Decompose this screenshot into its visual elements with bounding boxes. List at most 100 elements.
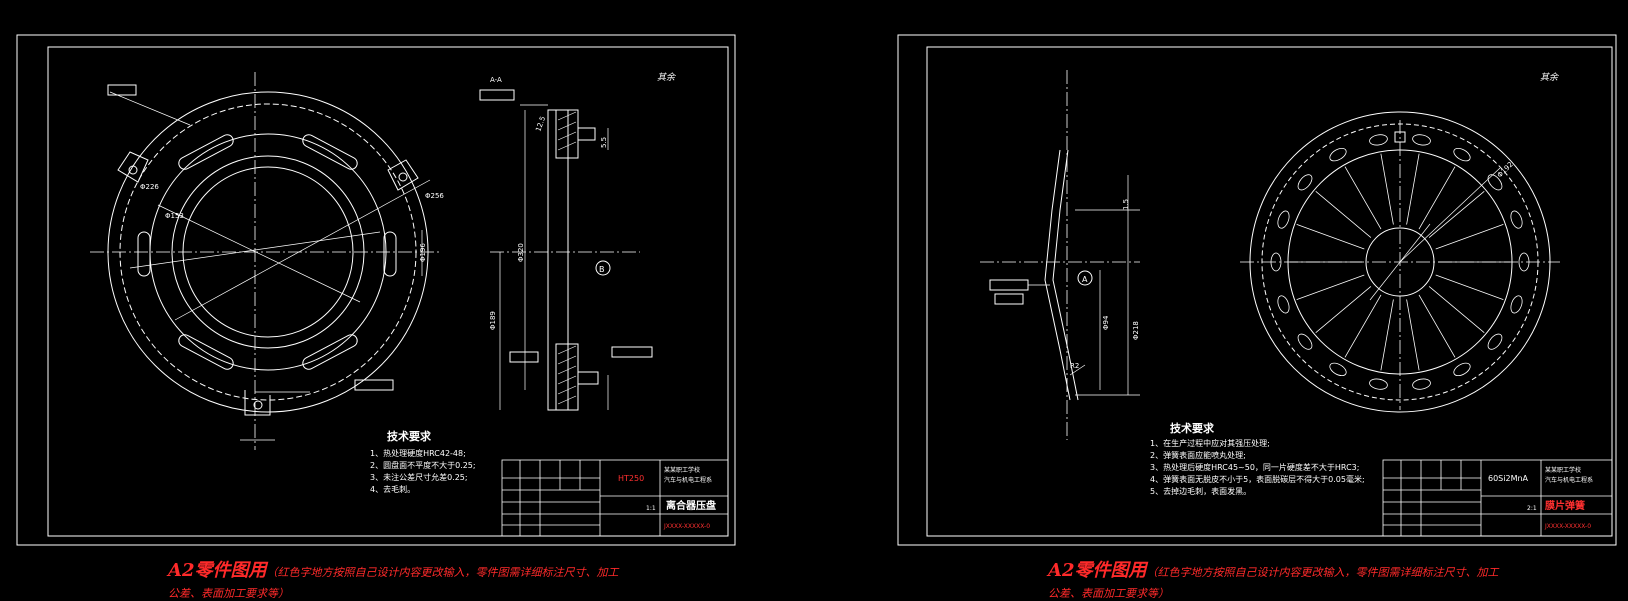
scale-2: 2:1 xyxy=(1527,505,1537,512)
dim-2-4: R2 xyxy=(1070,362,1079,370)
spring-window xyxy=(1487,333,1503,350)
gdt-frame-1a xyxy=(479,89,515,101)
gdt-frame-1c xyxy=(509,351,539,363)
spring-finger-slot xyxy=(1428,190,1485,238)
tech-line-1-2: 3、未注公差尺寸允差0.25; xyxy=(370,472,468,482)
sheet-1-inner-frame xyxy=(47,46,729,537)
roughness-note-2: 其余 xyxy=(1540,72,1559,83)
spring-window xyxy=(1270,252,1282,272)
dim-1-7: 12.5 xyxy=(534,115,547,132)
part-name-1: 离合器压盘 xyxy=(666,499,716,512)
dim-2-0: Φ192 xyxy=(1496,160,1515,179)
dim-1-6: 5.5 xyxy=(600,137,608,148)
spring-finger-slot xyxy=(1344,294,1382,358)
material-2: 60Si2MnA xyxy=(1488,474,1529,483)
spring-finger-slot xyxy=(1296,274,1365,300)
spring-finger-slot xyxy=(1406,299,1420,371)
sheet-1-caption-note2: 公差、表面加工要求等） xyxy=(168,587,289,600)
datum-circle-1 xyxy=(595,260,611,276)
tech-line-2-0: 1、在生产过程中应对其强压处理; xyxy=(1150,438,1270,448)
diaphragm-spring-front-view xyxy=(1249,111,1551,413)
spring-finger-slot xyxy=(1435,274,1504,300)
spring-finger-slot xyxy=(1380,153,1394,225)
spring-window xyxy=(1329,362,1347,377)
school-1: 某某职工学校 xyxy=(664,466,700,474)
sheet-2-outer-border xyxy=(897,34,1617,546)
scale-1: 1:1 xyxy=(646,505,656,512)
sheet-2-caption-title: A2零件图用 xyxy=(1048,560,1147,581)
tech-line-1-1: 2、圆盘面不平度不大于0.25; xyxy=(370,460,476,470)
school-2: 某某职工学校 xyxy=(1545,466,1581,474)
dim-1-0: Φ226 xyxy=(140,183,159,191)
datum-circle-2 xyxy=(1077,270,1093,286)
dept-1: 汽车与机电工程系 xyxy=(664,476,712,484)
spring-window xyxy=(1412,134,1431,146)
spring-window xyxy=(1277,210,1290,229)
sheet-1-caption-note: （红色字地方按照自己设计内容更改输入，零件图需详细标注尺寸、加工 xyxy=(266,566,619,579)
dim-1-1: Φ256 xyxy=(425,192,444,200)
spring-finger-slot xyxy=(1315,286,1372,334)
gdt-frame-1d xyxy=(107,84,137,96)
spring-window xyxy=(1518,252,1530,272)
dim-1-2: Φ153 xyxy=(165,212,184,220)
part-name-2: 膜片弹簧 xyxy=(1545,499,1585,512)
dim-2-3: 1.5 xyxy=(1122,199,1130,210)
dim-1-3: Φ189 xyxy=(489,311,497,330)
drawing-no-1: JXXXX-XXXXX-0 xyxy=(663,523,710,530)
spring-window xyxy=(1297,174,1313,191)
spring-finger-slot xyxy=(1406,153,1420,225)
roughness-note-1: 其余 xyxy=(657,72,676,83)
spring-finger-slot xyxy=(1418,166,1456,230)
spring-window xyxy=(1297,333,1313,350)
datum-label-2: A xyxy=(1082,275,1088,284)
gdt-frame-2b xyxy=(994,293,1024,305)
sheet-1-outer-border xyxy=(16,34,736,546)
spring-finger-slot xyxy=(1435,224,1504,250)
dim-2-1: Φ218 xyxy=(1132,321,1140,340)
spring-window xyxy=(1510,210,1523,229)
pressure-plate-front-view xyxy=(107,91,431,441)
tech-line-1-0: 1、热处理硬度HRC42-48; xyxy=(370,448,466,458)
tech-line-2-4: 5、去掉边毛刺，表面发黑。 xyxy=(1150,486,1251,496)
gdt-frame-1b xyxy=(611,346,653,358)
dim-2-2: Φ94 xyxy=(1102,315,1110,330)
spring-window xyxy=(1453,147,1471,162)
drawing-no-2: JXXXX-XXXXX-0 xyxy=(1544,523,1591,530)
gdt-box-top xyxy=(1394,131,1406,143)
sheet-1-caption: A2零件图用（红色字地方按照自己设计内容更改输入，零件图需详细标注尺寸、加工 公… xyxy=(168,556,619,601)
gdt-frame-1e xyxy=(354,379,394,391)
spring-finger-slot xyxy=(1428,286,1485,334)
tech-heading-2: 技术要求 xyxy=(1170,421,1215,435)
sheet-2-caption-note: （红色字地方按照自己设计内容更改输入，零件图需详细标注尺寸、加工 xyxy=(1146,566,1499,579)
section-hatching xyxy=(557,111,577,405)
diaphragm-spring-side-view xyxy=(989,149,1140,401)
spring-window xyxy=(1369,378,1388,390)
datum-label-1: B xyxy=(599,265,605,274)
spring-finger-slot xyxy=(1315,190,1372,238)
spring-finger-slot xyxy=(1296,224,1365,250)
sheet-2-caption-note2: 公差、表面加工要求等） xyxy=(1048,587,1169,600)
gdt-frame-2a xyxy=(989,279,1029,291)
sheet-2-inner-frame xyxy=(926,46,1613,537)
tech-line-1-3: 4、去毛刺。 xyxy=(370,484,415,494)
spring-finger-slot xyxy=(1380,299,1394,371)
spring-window xyxy=(1510,295,1523,314)
pressure-plate-section-view xyxy=(107,84,653,411)
spring-window xyxy=(1277,295,1290,314)
sheet-2-title-block xyxy=(1382,459,1613,537)
spring-window xyxy=(1329,147,1347,162)
tech-line-2-3: 4、弹簧表面无脱皮不小于5，表面脱碳层不得大于0.05毫米; xyxy=(1150,474,1365,484)
section-label: A-A xyxy=(490,76,502,84)
sheet-1-caption-title: A2零件图用 xyxy=(168,560,267,581)
dim-1-4: Φ320 xyxy=(517,243,525,262)
tech-line-2-2: 3、热处理后硬度HRC45~50，同一片硬度差不大于HRC3; xyxy=(1150,462,1359,472)
spring-window xyxy=(1412,378,1431,390)
tech-line-2-1: 2、弹簧表面应能喷丸处理; xyxy=(1150,450,1246,460)
spring-finger-slot xyxy=(1344,166,1382,230)
spring-finger-slot xyxy=(1418,294,1456,358)
material-1: HT250 xyxy=(618,474,644,483)
spring-window xyxy=(1487,174,1503,191)
drawing-canvas: A-A 其余 B Φ226 Φ256 Φ153 Φ189 Φ320 Φ196 5… xyxy=(16,34,1617,546)
dim-1-5: Φ196 xyxy=(419,243,427,262)
spring-fingers xyxy=(1270,134,1530,390)
